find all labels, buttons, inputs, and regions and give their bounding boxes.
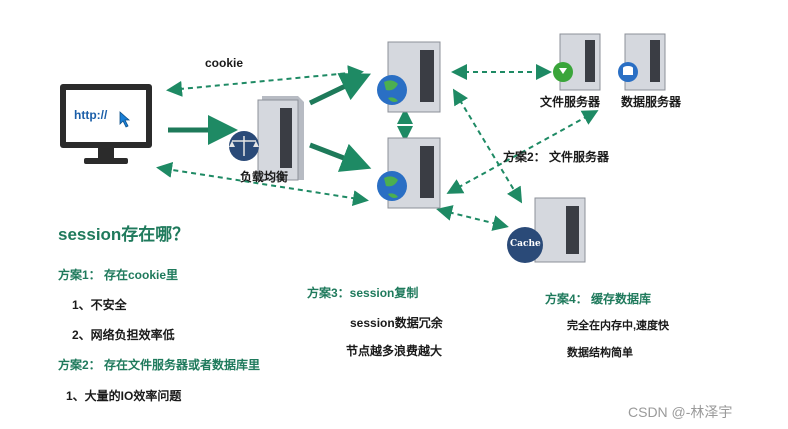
db-server-icon xyxy=(618,33,666,91)
plan2-title: 方案2： 存在文件服务器或者数据库里 xyxy=(58,358,261,372)
server2-cache-link xyxy=(436,205,509,231)
plan1-title: 方案1： 存在cookie里 xyxy=(58,268,179,282)
monitor-address-text: http:// xyxy=(74,108,108,122)
server1-cache-link xyxy=(452,88,523,204)
plan3-line1: session数据冗余 xyxy=(350,316,443,330)
cache-server-icon xyxy=(507,197,586,263)
web-server-2-icon xyxy=(377,137,441,209)
file-server-label: 文件服务器 xyxy=(540,95,601,109)
cookie-link xyxy=(166,65,364,97)
plan2-side-label: 方案2： 文件服务器 xyxy=(503,150,610,164)
cache-badge-label: Cache xyxy=(510,239,541,249)
question-heading: session存在哪？ xyxy=(58,225,190,244)
load-balancer-label: 负载均衡 xyxy=(240,170,289,184)
load-balancer-server-icon xyxy=(229,96,304,181)
plan2-item1: 1、大量的IO效率问题 xyxy=(66,389,182,403)
watermark: CSDN @-林泽宇 xyxy=(628,404,733,420)
client-monitor-icon xyxy=(60,84,152,164)
db-server-label: 数据服务器 xyxy=(621,95,682,109)
response-link xyxy=(156,161,369,207)
lb-to-server1-arrow xyxy=(308,73,372,106)
lb-to-server2-arrow xyxy=(309,142,372,172)
plan3-line2: 节点越多浪费越大 xyxy=(346,344,443,358)
plan4-line1: 完全在内存中,速度快 xyxy=(567,320,670,332)
cookie-edge-label: cookie xyxy=(205,56,244,70)
web-server-1-icon xyxy=(377,41,441,113)
plan4-title: 方案4： 缓存数据库 xyxy=(545,292,652,306)
plan4-line2: 数据结构简单 xyxy=(567,347,633,359)
plan1-item2: 2、网络负担效率低 xyxy=(72,328,175,342)
plan3-title: 方案3：session复制 xyxy=(307,286,419,300)
plan1-item1: 1、不安全 xyxy=(72,298,127,312)
file-server-icon xyxy=(553,33,601,91)
